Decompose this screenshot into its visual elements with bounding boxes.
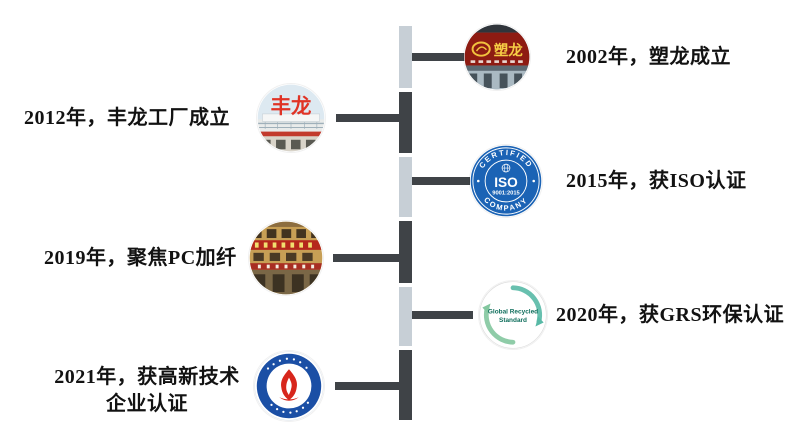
flame-inner-highlight [286, 377, 292, 396]
iso-9001-seal: CERTIFIED COMPANY ISO 9001:2015 [470, 145, 542, 217]
oval-logo-icon [471, 41, 491, 57]
timeline-segment-5 [399, 287, 412, 346]
milestone-label-2021: 2021年，获高新技术 企业认证 [42, 364, 252, 418]
building-photo-art [249, 221, 323, 295]
milestone-label-2012: 2012年，丰龙工厂成立 [24, 107, 230, 129]
milestone-label-2021-line1: 2021年，获高新技术 [54, 366, 240, 388]
railing-lines [257, 122, 325, 129]
grs-text-line2: Standard [499, 317, 527, 324]
milestone-label-2019: 2019年，聚焦PC加纤 [44, 247, 237, 269]
ring-star-right [532, 179, 536, 183]
iso-standard-text: 9001:2015 [492, 191, 520, 197]
fenglong-sign-text: 丰龙 [271, 94, 312, 118]
sulong-sign-text: 塑龙 [494, 42, 524, 60]
small-sign-text-marks [470, 60, 523, 63]
iso-name-text: ISO [494, 175, 518, 190]
arrowhead-left [482, 303, 491, 314]
connector-2021 [335, 382, 399, 390]
timeline-segment-4 [399, 221, 412, 283]
factory-photo-art: 丰龙 [257, 84, 325, 152]
window-row-mid [253, 252, 313, 261]
arrowhead-right [535, 316, 544, 327]
recycle-arrow-left [483, 305, 516, 345]
milestone-label-2021-line2: 企业认证 [106, 393, 188, 415]
storefront-photo-art: 塑龙 [464, 24, 530, 90]
milestone-photo-2019 [249, 221, 323, 295]
milestone-label-2020: 2020年，获GRS环保认证 [556, 304, 785, 326]
pc-building-photo [249, 221, 323, 295]
timeline-segment-1 [399, 26, 412, 88]
grs-text-line1: Global Recycled [488, 309, 538, 316]
milestone-photo-2012: 丰龙 [257, 84, 325, 152]
banner-text-marks-2 [257, 264, 315, 269]
flame-base-swoosh [279, 397, 299, 401]
ring-star-left [476, 179, 480, 183]
connector-2012 [336, 114, 399, 122]
milestone-logo-2015: CERTIFIED COMPANY ISO 9001:2015 [470, 145, 542, 217]
sulong-sign-photo: 塑龙 [464, 24, 530, 90]
connector-2019 [333, 254, 399, 262]
timeline-segment-6 [399, 350, 412, 420]
timeline-segment-3 [399, 157, 412, 217]
high-tech-enterprise-logo [254, 351, 324, 421]
recycle-arrow-right [510, 285, 543, 325]
connector-2015 [412, 177, 470, 185]
connector-2002 [412, 53, 469, 61]
milestone-label-2002: 2002年，塑龙成立 [566, 46, 731, 68]
milestone-label-2015: 2015年，获ISO认证 [566, 170, 747, 192]
fenglong-factory-photo: 丰龙 [257, 84, 325, 152]
milestone-logo-2020: Global Recycled Standard [479, 281, 547, 349]
connector-2020 [412, 311, 473, 319]
milestone-logo-2021 [254, 351, 324, 421]
globe-icon [501, 163, 511, 173]
ring-text-dots [266, 357, 310, 414]
grs-logo: Global Recycled Standard [479, 281, 547, 349]
timeline-segment-2 [399, 92, 412, 153]
banner-text-marks [254, 242, 312, 248]
milestone-photo-2002: 塑龙 [464, 24, 530, 90]
